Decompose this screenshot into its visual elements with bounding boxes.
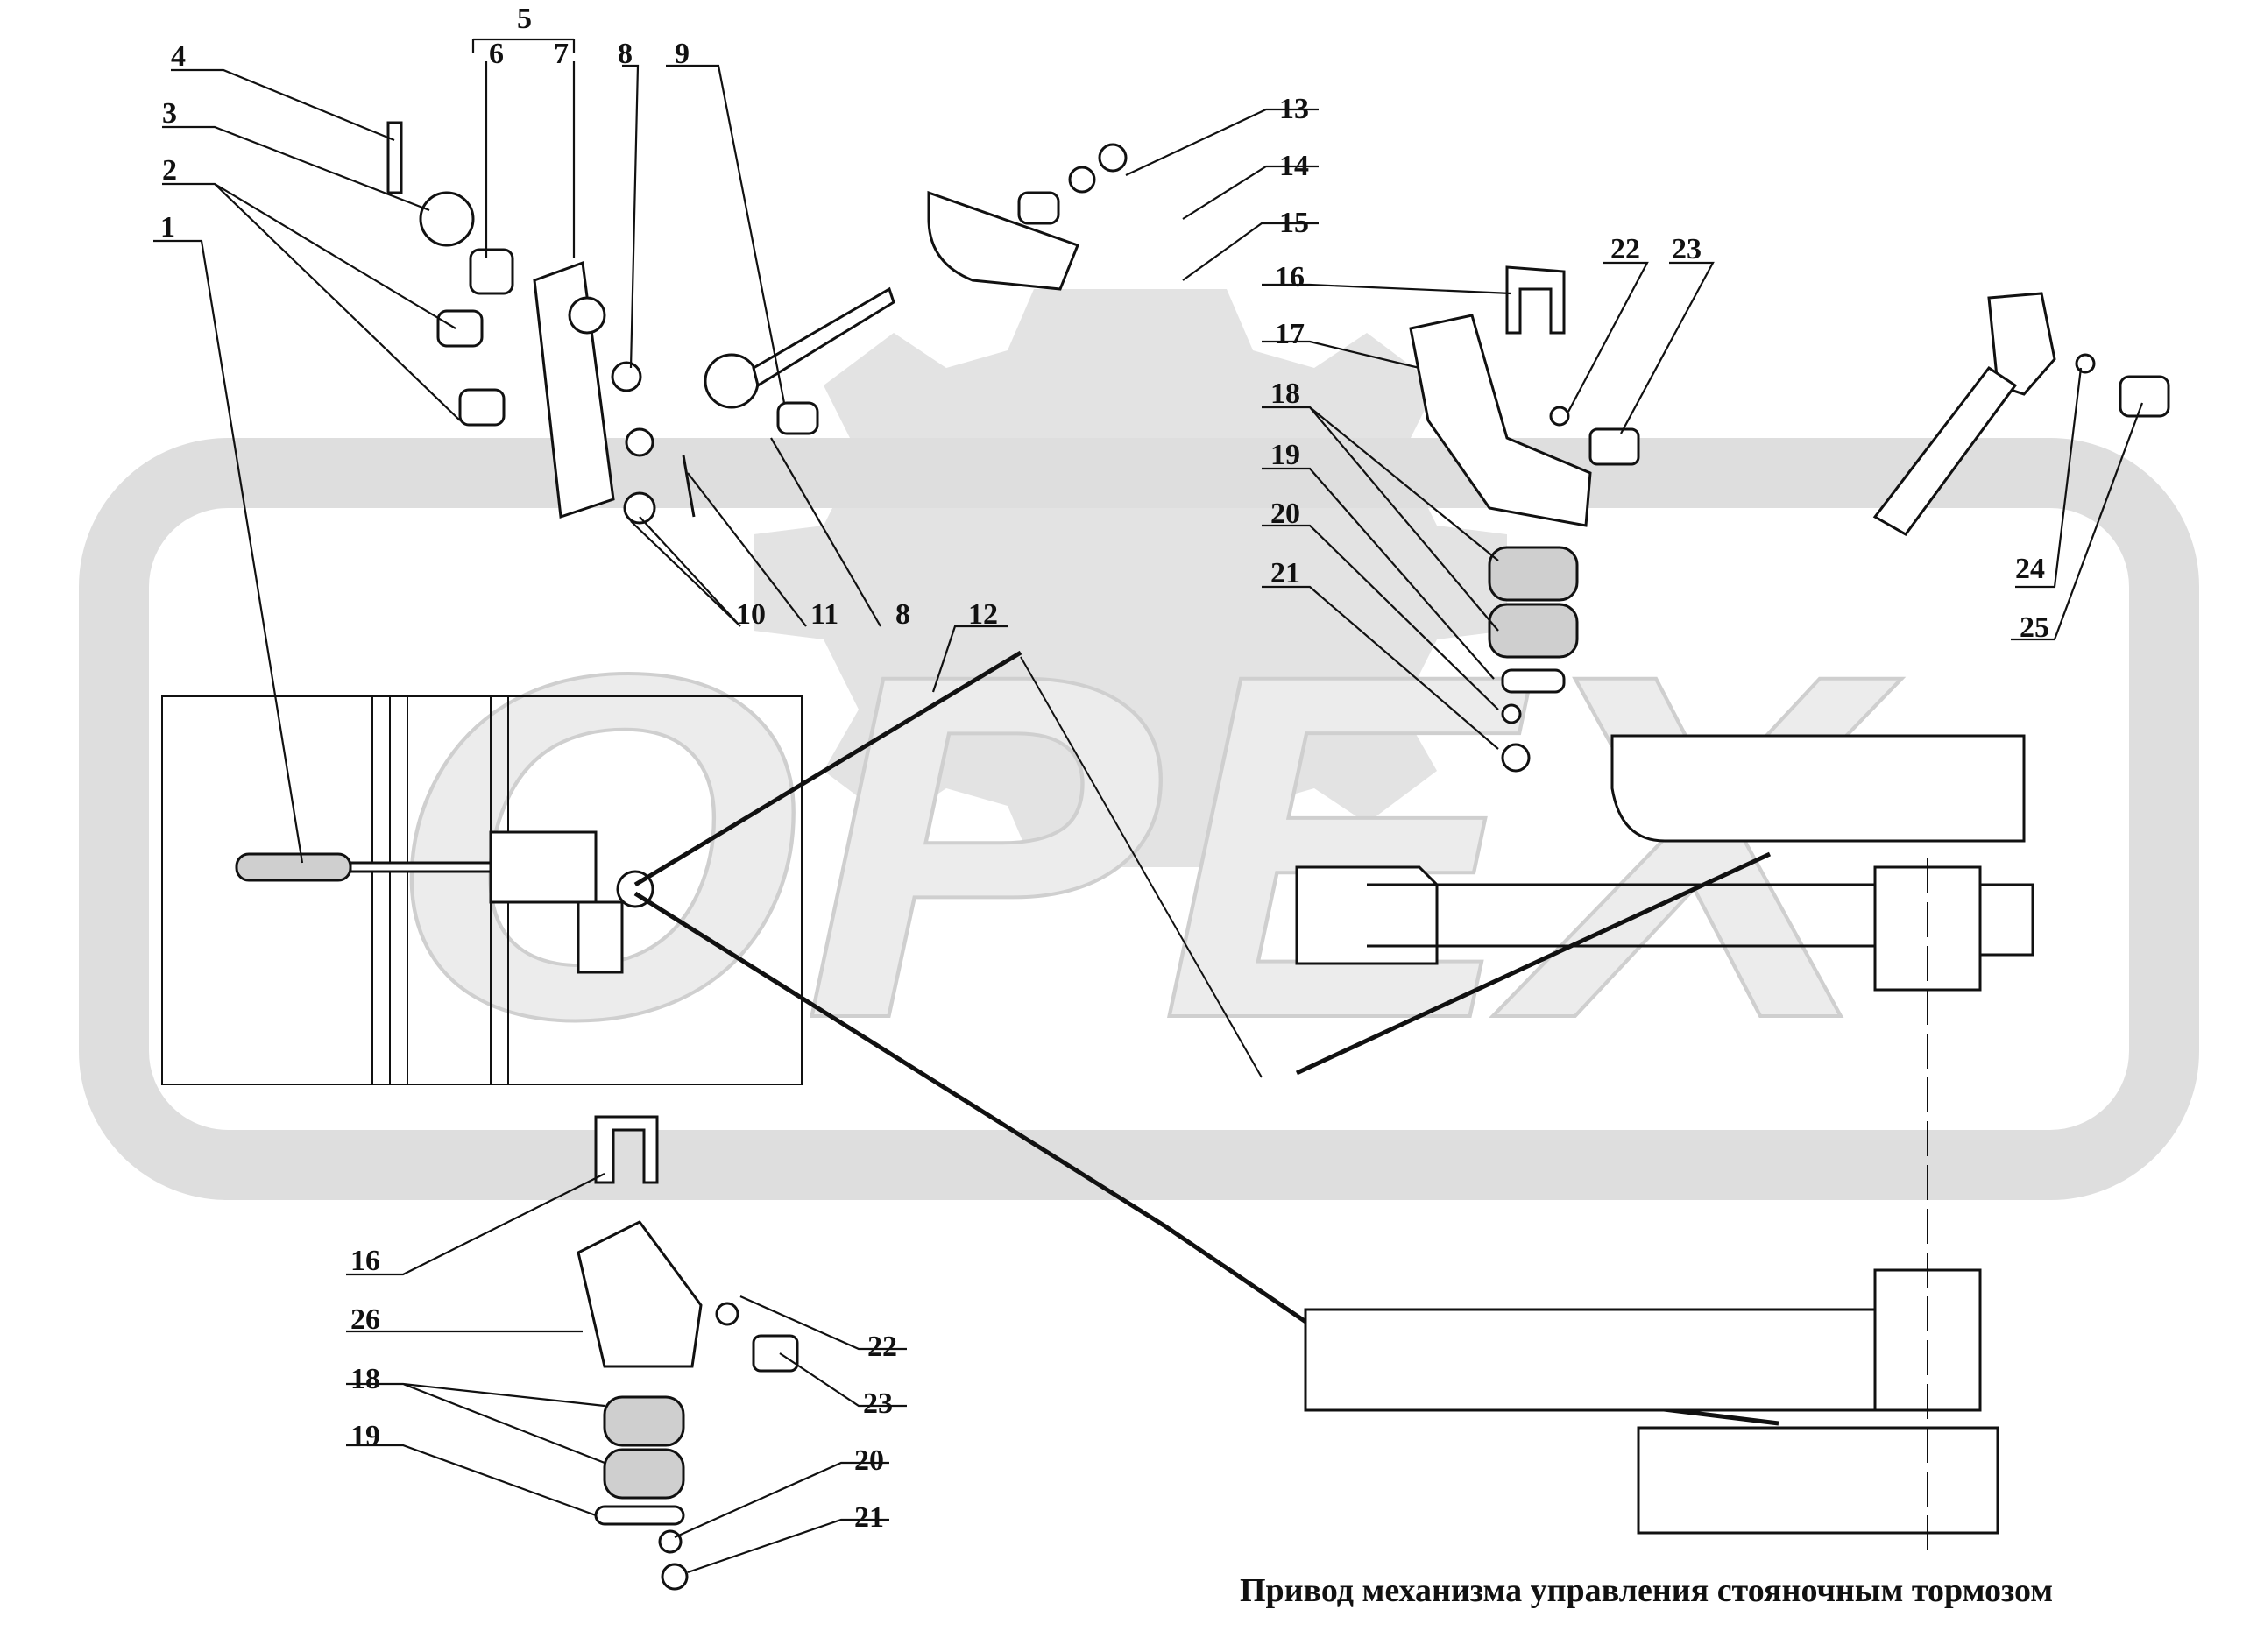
bracket-assembly-upper	[1409, 265, 1640, 773]
callout-18-top: 18	[1270, 378, 1300, 410]
callout-8-bottom: 8	[895, 598, 910, 631]
exploded-parts-top	[386, 121, 1128, 525]
callout-1: 1	[160, 211, 175, 244]
callout-16-bottom: 16	[350, 1245, 380, 1277]
callout-7: 7	[554, 38, 569, 70]
callout-10: 10	[736, 598, 766, 631]
callout-labels: 1 2 3 4 5 6 7 8 9 10 11 8 12 13 14 15 16…	[160, 3, 2049, 1534]
callout-4: 4	[171, 40, 186, 73]
callout-5: 5	[517, 3, 532, 35]
hand-brake-lever	[235, 830, 654, 974]
cab-floor-frame	[161, 695, 803, 1085]
callout-22-bottom: 22	[867, 1331, 897, 1363]
callout-2: 2	[162, 154, 177, 187]
callout-26: 26	[350, 1303, 380, 1336]
callout-17: 17	[1275, 318, 1305, 350]
callout-19-top: 19	[1270, 439, 1300, 471]
watermark-logo	[79, 289, 2199, 1200]
callout-8-top: 8	[618, 38, 633, 70]
callout-9: 9	[675, 38, 690, 70]
bracket-assembly-lower	[577, 1115, 799, 1591]
callout-11: 11	[810, 598, 838, 631]
callout-15: 15	[1279, 207, 1309, 239]
watermark-text: OPEX	[386, 572, 1903, 1120]
callout-21-bottom: 21	[854, 1501, 884, 1534]
callout-leaders	[153, 38, 2144, 1574]
callout-6: 6	[489, 38, 504, 70]
callout-3: 3	[162, 97, 177, 130]
callout-12: 12	[968, 598, 998, 631]
callout-16-top: 16	[1275, 261, 1305, 293]
callout-21-top: 21	[1270, 557, 1300, 589]
callout-19-bottom: 19	[350, 1420, 380, 1452]
callout-14: 14	[1279, 150, 1309, 182]
callout-20-bottom: 20	[854, 1444, 884, 1477]
callout-22-top: 22	[1610, 233, 1640, 265]
callout-13: 13	[1279, 93, 1309, 125]
callout-24: 24	[2015, 553, 2045, 585]
callout-23-top: 23	[1672, 233, 1702, 265]
chassis-frame	[1295, 734, 2034, 1559]
callout-25: 25	[2020, 611, 2049, 644]
callout-18-bottom: 18	[350, 1363, 380, 1395]
hand-lever-bracket	[1872, 292, 2170, 536]
callout-23-bottom: 23	[863, 1387, 893, 1420]
diagram-caption: Привод механизма управления стояночным т…	[1240, 1572, 2053, 1609]
callout-20-top: 20	[1270, 498, 1300, 530]
